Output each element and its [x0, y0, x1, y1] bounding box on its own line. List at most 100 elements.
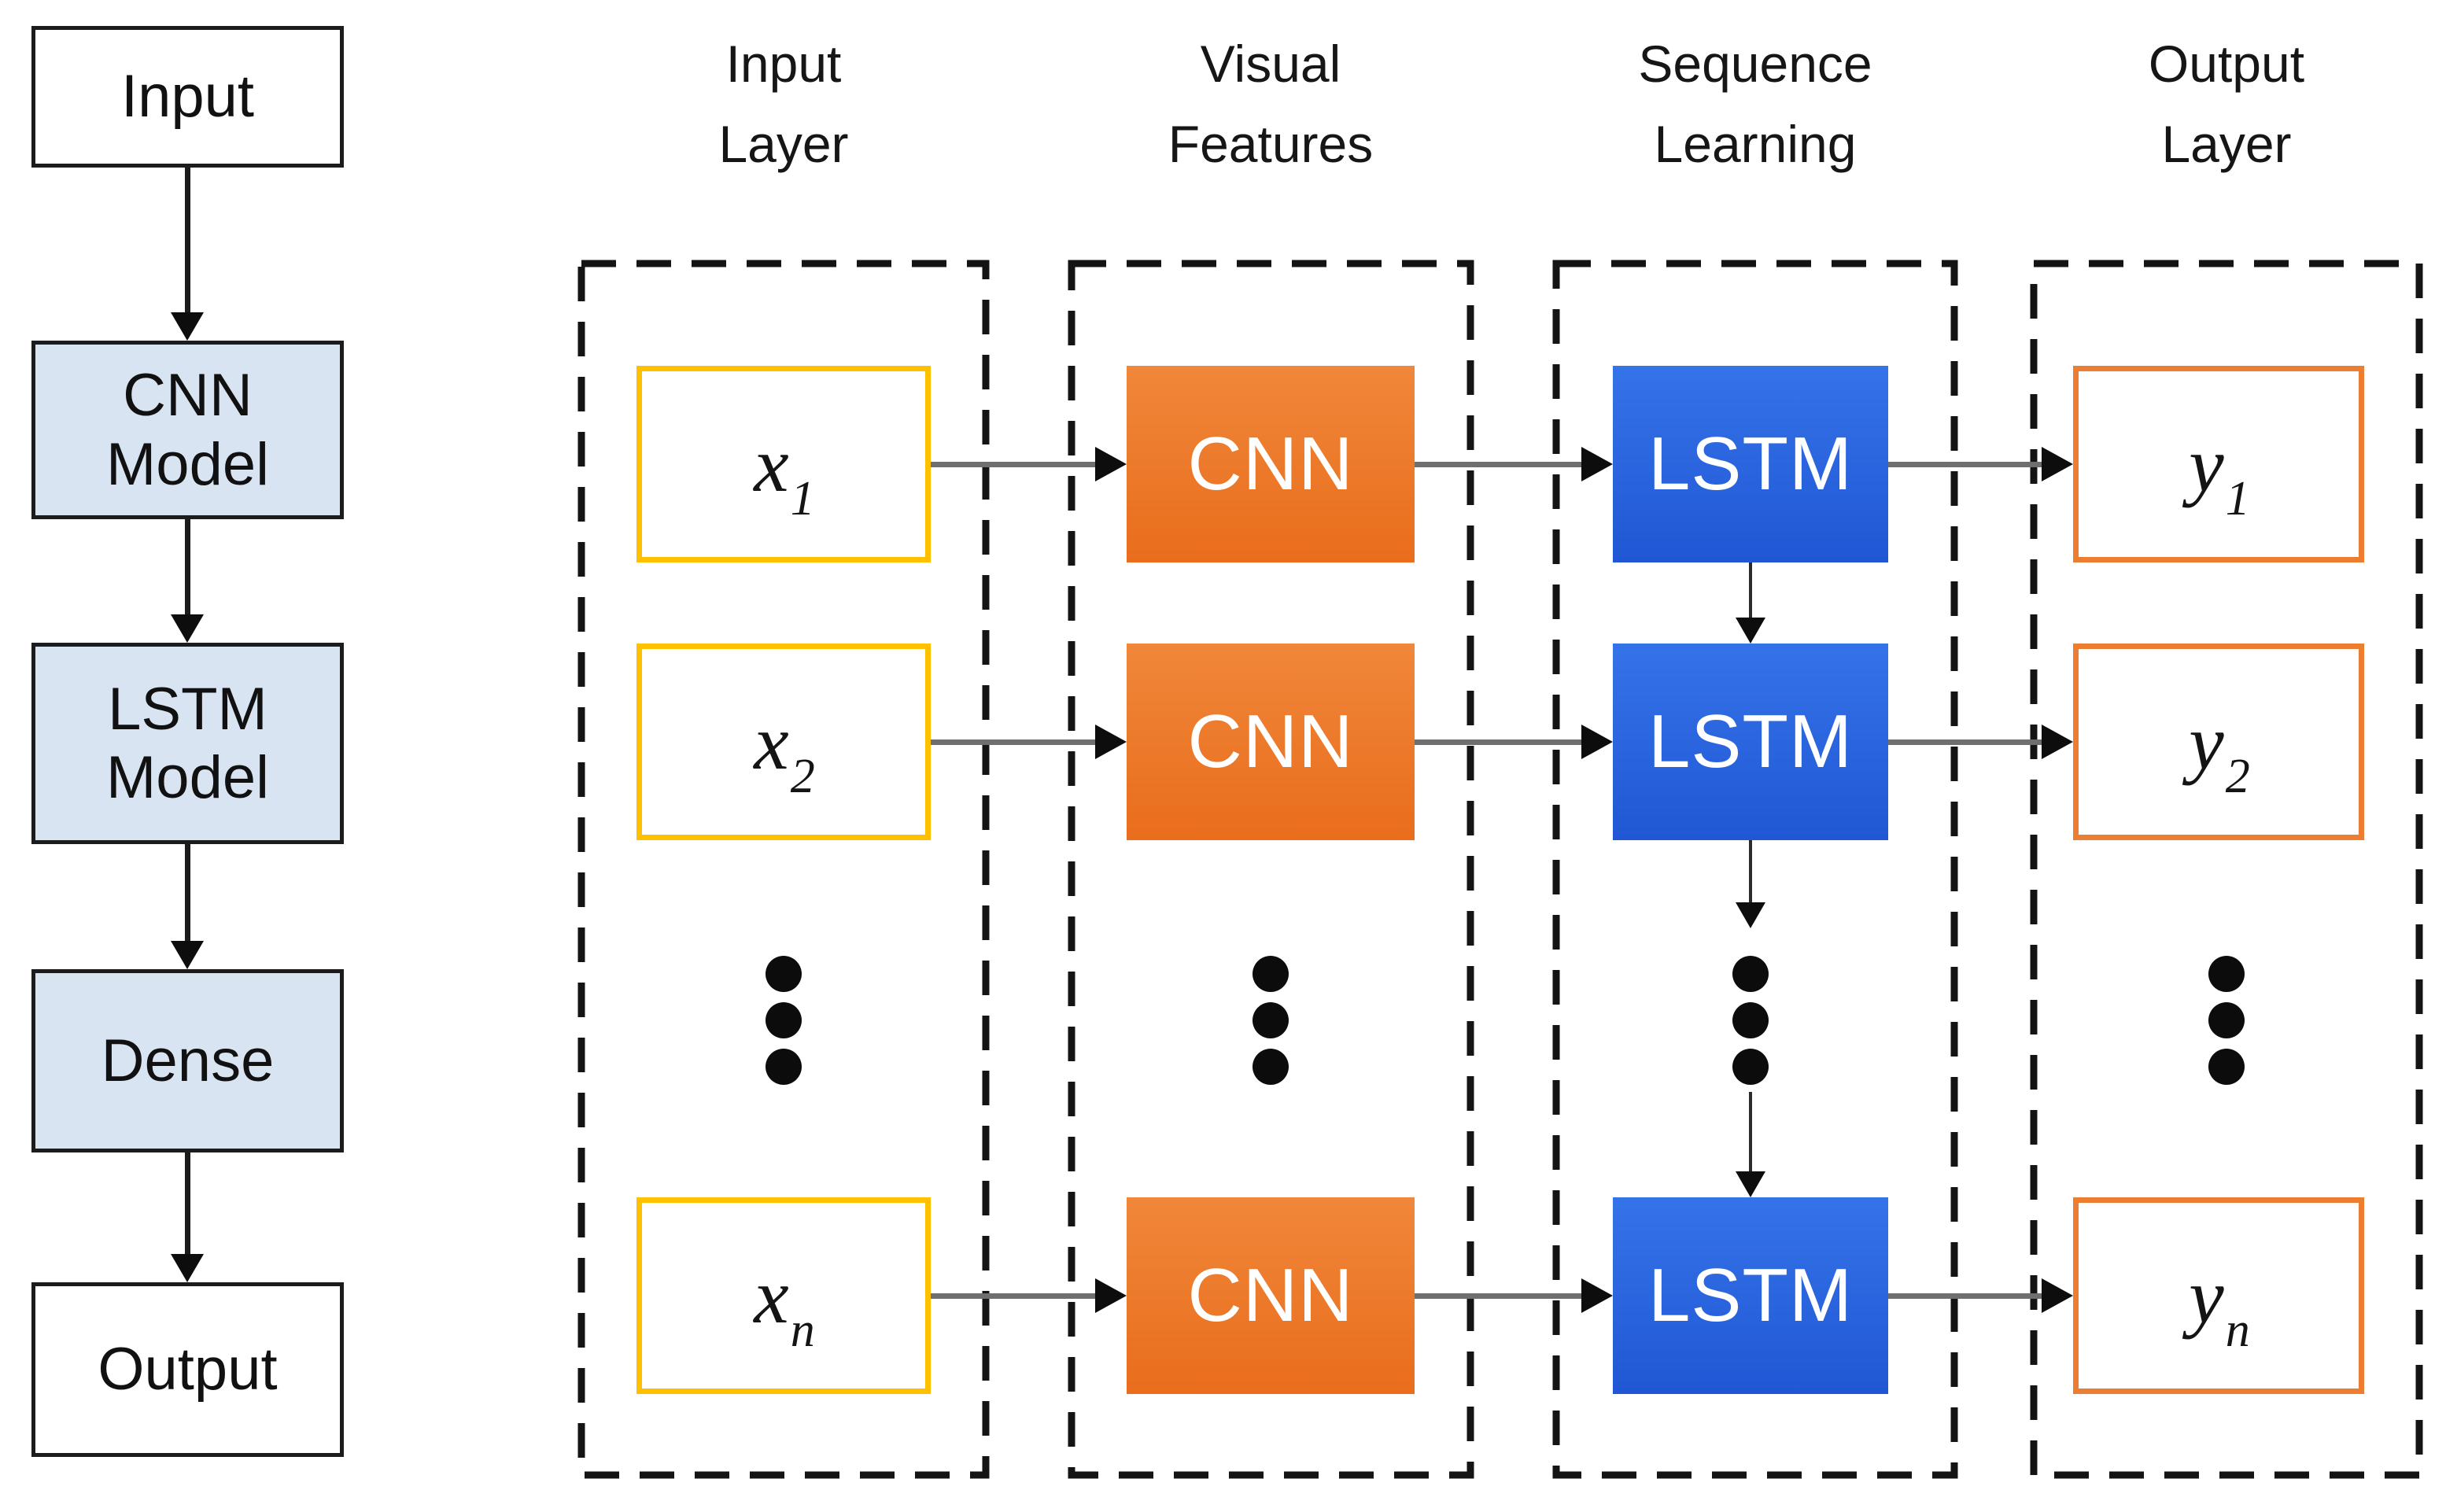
header-line: Input: [725, 35, 842, 93]
arrowhead-right-icon: [1095, 447, 1127, 481]
header-line: Layer: [718, 115, 849, 174]
arrow-shaft: [184, 519, 190, 614]
arrowhead-down-icon: [171, 941, 204, 969]
arrowhead-down-icon: [1736, 902, 1765, 928]
header-line: Features: [1168, 115, 1374, 174]
arrow-shaft: [1415, 1293, 1581, 1299]
arrow-lstm1-to-lstm2: [1733, 562, 1768, 644]
x1-label: x1: [754, 420, 815, 526]
arrow-shaft: [1749, 840, 1752, 902]
xn-label: xn: [754, 1252, 815, 1357]
arrow-shaft: [931, 461, 1095, 467]
yn-label: yn: [2189, 1252, 2250, 1357]
arrow-shaft: [1415, 739, 1581, 745]
sequence-learning-boundary: [1552, 260, 1958, 1479]
ellipsis-dots-sequence-learning: [1732, 956, 1769, 1085]
dot: [1732, 1002, 1769, 1038]
arrowhead-down-icon: [1736, 618, 1765, 644]
output-box-yn: yn: [2073, 1197, 2364, 1394]
arrow-shaft: [1415, 461, 1581, 467]
cnn-box-row1: CNN: [1127, 366, 1415, 562]
lstm-box-row1: LSTM: [1613, 366, 1888, 562]
arrow-lstm2-to-ellipsis: [1733, 840, 1768, 928]
output-box-y2: y2: [2073, 644, 2364, 840]
arrowhead-down-icon: [171, 614, 204, 643]
arrow-shaft: [1888, 461, 2042, 467]
dot: [2208, 1002, 2245, 1038]
flow-arrow-input-to-cnn-model: [170, 168, 205, 341]
input-box-x2: x2: [636, 644, 931, 840]
column-header-input-layer: Input Layer: [548, 24, 1020, 185]
arrow-shaft: [184, 1152, 190, 1254]
flow-node-dense-label: Dense: [101, 1027, 275, 1094]
dot: [1253, 956, 1289, 992]
input-box-xn: xn: [636, 1197, 931, 1394]
arrow-x1-to-cnn: [931, 447, 1127, 481]
y2-label: y2: [2189, 698, 2250, 803]
arrow-xn-to-cnn: [931, 1278, 1127, 1313]
column-header-sequence-learning: Sequence Learning: [1519, 24, 1991, 185]
y1-label: y1: [2189, 420, 2250, 526]
flow-arrow-cnn-model-to-lstm-model: [170, 519, 205, 643]
arrow-cnn-to-lstm-row1: [1415, 447, 1613, 481]
ellipsis-dots-input-layer: [766, 956, 802, 1085]
lstm-box-row2: LSTM: [1613, 644, 1888, 840]
cnn-label: CNN: [1187, 699, 1354, 784]
output-layer-boundary: [2030, 260, 2423, 1479]
dot: [766, 1002, 802, 1038]
header-line: Visual: [1200, 35, 1341, 93]
arrow-shaft: [931, 739, 1095, 745]
dot: [766, 956, 802, 992]
arrow-lstm-to-y1: [1888, 447, 2073, 481]
dot: [1253, 1002, 1289, 1038]
flow-node-input: Input: [31, 26, 344, 168]
flow-arrow-dense-to-output: [170, 1152, 205, 1282]
arrow-lstm-to-y2: [1888, 725, 2073, 759]
dot: [2208, 956, 2245, 992]
column-header-visual-features: Visual Features: [1035, 24, 1507, 185]
cnn-box-rown: CNN: [1127, 1197, 1415, 1394]
flow-node-lstm-model: LSTM Model: [31, 643, 344, 844]
output-box-y1: y1: [2073, 366, 2364, 562]
arrow-shaft: [184, 168, 190, 312]
flow-node-output: Output: [31, 1282, 344, 1457]
arrowhead-right-icon: [2042, 447, 2073, 481]
arrowhead-right-icon: [1095, 1278, 1127, 1313]
lstm-box-rown: LSTM: [1613, 1197, 1888, 1394]
dot: [1732, 1049, 1769, 1085]
arrowhead-right-icon: [1095, 725, 1127, 759]
arrowhead-down-icon: [1736, 1171, 1765, 1197]
flow-node-cnn-model-label: CNN Model: [106, 362, 269, 498]
arrowhead-right-icon: [2042, 725, 2073, 759]
flow-node-cnn-model: CNN Model: [31, 341, 344, 519]
ellipsis-dots-visual-features: [1253, 956, 1289, 1085]
visual-features-boundary: [1068, 260, 1474, 1479]
flow-node-output-label: Output: [98, 1336, 278, 1403]
lstm-label: LSTM: [1647, 1253, 1854, 1337]
lstm-label: LSTM: [1647, 699, 1854, 784]
flow-arrow-lstm-model-to-dense: [170, 844, 205, 969]
dot: [1253, 1049, 1289, 1085]
arrow-shaft: [1888, 1293, 2042, 1299]
cnn-label: CNN: [1187, 422, 1354, 506]
arrow-shaft: [184, 844, 190, 941]
arrowhead-right-icon: [2042, 1278, 2073, 1313]
arrowhead-down-icon: [171, 312, 204, 341]
ellipsis-dots-output-layer: [2208, 956, 2245, 1085]
arrow-shaft: [1888, 739, 2042, 745]
arrow-shaft: [931, 1293, 1095, 1299]
cnn-label: CNN: [1187, 1253, 1354, 1337]
arrow-cnn-to-lstm-rown: [1415, 1278, 1613, 1313]
arrowhead-right-icon: [1581, 725, 1613, 759]
arrow-ellipsis-to-lstmn: [1733, 1092, 1768, 1197]
dot: [1732, 956, 1769, 992]
header-line: Layer: [2161, 115, 2292, 174]
header-line: Output: [2148, 35, 2305, 93]
dot: [2208, 1049, 2245, 1085]
cnn-box-row2: CNN: [1127, 644, 1415, 840]
arrow-cnn-to-lstm-row2: [1415, 725, 1613, 759]
arrow-lstm-to-yn: [1888, 1278, 2073, 1313]
arrowhead-down-icon: [171, 1254, 204, 1282]
